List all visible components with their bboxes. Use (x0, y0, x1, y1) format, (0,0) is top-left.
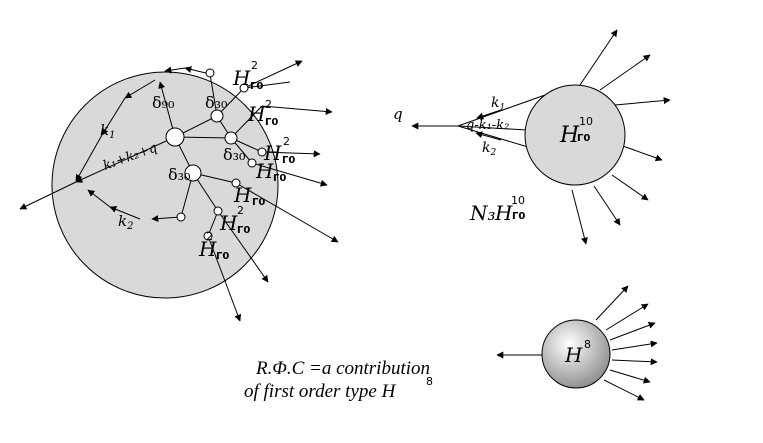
svg-text:2: 2 (237, 204, 244, 217)
vertex-small-f (176, 212, 186, 222)
svg-text:H: H (232, 66, 251, 90)
svg-text:2: 2 (206, 230, 213, 243)
svg-text:Γ0: Γ0 (512, 211, 525, 222)
label-delta30-lower: δ₃₀ (168, 165, 190, 184)
vertex-delta30-upper (210, 109, 224, 123)
caption-line1: R.Φ.C =a contribution (255, 358, 430, 379)
vertex-small-d (247, 158, 257, 168)
svg-text:H: H (219, 211, 238, 235)
caption: R.Φ.C =a contribution of first order typ… (244, 358, 433, 402)
H-label-7: H Γ0 2 (198, 230, 229, 262)
svg-text:Γ0: Γ0 (237, 225, 250, 236)
vertices (165, 68, 267, 241)
label-k1-left: k1 (100, 121, 115, 141)
svg-text:Γ0: Γ0 (250, 81, 263, 92)
label-q: q (393, 105, 403, 123)
svg-text:8: 8 (584, 338, 591, 351)
H8-label: H 8 (564, 338, 591, 367)
vertex-small-e (231, 178, 241, 188)
svg-text:H: H (255, 159, 274, 183)
svg-text:2: 2 (283, 135, 290, 148)
svg-text:H: H (198, 237, 217, 261)
svg-text:2: 2 (265, 98, 272, 111)
label-k2-right: k2 (482, 140, 496, 158)
caption-line2-sup: 8 (426, 375, 433, 388)
H10-blob (524, 84, 626, 186)
vertex-delta90 (165, 127, 185, 147)
vertex-delta30-lower (184, 164, 202, 182)
vertex-small-g (213, 206, 223, 216)
svg-text:N₃: N₃ (469, 201, 496, 225)
label-delta90: δ₉₀ (152, 93, 174, 112)
H-label-1: H Γ0 2 (232, 59, 263, 92)
label-delta30-upper: δ₃₀ (205, 93, 227, 112)
H8-blob-group: H 8 (496, 285, 658, 401)
label-delta30-mid: δ₃₀ (223, 145, 245, 164)
svg-text:H: H (494, 201, 513, 225)
caption-line2: of first order type H (244, 381, 397, 402)
svg-text:H: H (564, 343, 583, 367)
H-label-3: H Γ0 2 (263, 135, 295, 166)
svg-text:Γ0: Γ0 (252, 197, 265, 208)
svg-text:Γ0: Γ0 (282, 155, 295, 166)
vertex-small-b (239, 83, 249, 93)
vertex-delta30-mid (224, 131, 238, 145)
svg-text:10: 10 (511, 194, 525, 207)
svg-text:H: H (559, 123, 580, 148)
svg-text:H: H (263, 141, 282, 165)
label-q-minus: q-k₁-k₂ (466, 118, 509, 133)
H-label-6: H Γ0 2 (219, 204, 250, 236)
H10-label: H Γ0 10 (559, 115, 593, 148)
svg-text:Γ0: Γ0 (577, 133, 590, 144)
vertex-small-a (205, 68, 215, 78)
vertex-small-h (203, 231, 213, 241)
label-k2-left: k2 (118, 212, 133, 232)
svg-text:Γ0: Γ0 (216, 251, 229, 262)
left-blob-group: k1 k2 k₁+k₂+q δ₉₀ δ₃₀ δ₃₀ δ₃₀ H Γ0 2 H Γ… (19, 59, 339, 322)
H-label-5: H Γ0 (233, 183, 265, 208)
N3H10-label: N₃ H Γ0 10 (469, 194, 525, 225)
svg-text:H: H (247, 102, 266, 126)
H-label-4: H Γ0 (255, 159, 286, 184)
H-label-2: H Γ0 2 (247, 98, 278, 128)
vertex-small-c (257, 147, 267, 157)
svg-text:Γ0: Γ0 (265, 117, 278, 128)
svg-text:2: 2 (251, 59, 258, 72)
svg-text:H: H (233, 183, 252, 207)
label-k1-right: k1 (491, 95, 505, 113)
H8-blob (541, 319, 611, 389)
svg-text:10: 10 (579, 115, 593, 128)
svg-text:Γ0: Γ0 (273, 173, 286, 184)
H10-blob-group: q k1 k2 q-k₁-k₂ H Γ0 10 N₃ H Γ0 10 (393, 29, 671, 245)
